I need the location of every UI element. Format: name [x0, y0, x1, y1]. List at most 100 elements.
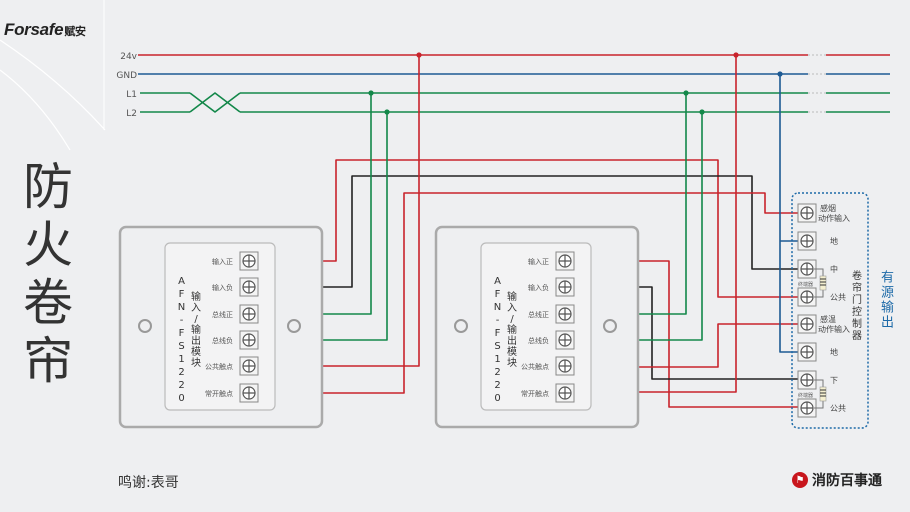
controller-name: 卷 — [852, 269, 862, 282]
terminal-label: 输入负 — [528, 283, 549, 292]
bus-label-24v: 24v — [120, 52, 137, 62]
bus-label-gnd: GND — [116, 71, 137, 81]
decor-curve — [0, 69, 71, 151]
controller-name: 控 — [852, 305, 862, 318]
module-name: 模 — [507, 346, 517, 358]
controller-terminal-label: 地 — [830, 236, 838, 246]
terminal-4 — [239, 330, 259, 350]
module-name: 入 — [507, 303, 517, 314]
terminal-label: 公共触点 — [205, 362, 233, 371]
terminal-6 — [555, 383, 575, 403]
terminal-5 — [239, 356, 259, 376]
terminal-2 — [239, 277, 259, 297]
mount-hole — [138, 319, 152, 333]
resistor-label: 终端器 — [798, 281, 813, 288]
module-name: 入 — [191, 303, 201, 314]
terminal-1 — [239, 251, 259, 271]
controller-terminal-2 — [797, 231, 817, 251]
wire-m1-no — [262, 192, 800, 394]
controller-terminal-label: 公共 — [830, 404, 846, 413]
resistor-icon — [819, 275, 827, 291]
terminal-label: 输入正 — [528, 257, 549, 266]
brand-icon: ⚑ — [792, 472, 808, 488]
bus-twist — [189, 92, 241, 113]
wire-gnd — [779, 74, 800, 353]
junction-dot — [683, 90, 689, 96]
terminal-4 — [555, 330, 575, 350]
module-name: 出 — [507, 334, 517, 347]
brand-logo: ⚑消防百事通 — [792, 470, 882, 490]
bus-label-l2: L2 — [126, 109, 137, 119]
terminal-label: 输入正 — [212, 257, 233, 266]
controller-terminal-label: 动作输入 — [818, 324, 850, 334]
controller-name: 门 — [852, 293, 862, 306]
terminal-3 — [239, 304, 259, 324]
controller-terminal-label: 动作输入 — [818, 213, 850, 223]
terminal-label: 总线负 — [212, 336, 233, 345]
module-name: 输 — [507, 290, 517, 303]
terminal-label: 输入负 — [212, 283, 233, 292]
junction-dot — [777, 71, 783, 77]
bus-twist — [189, 92, 241, 113]
module-2-model: AFN-FS1220 — [492, 276, 503, 406]
terminal-2 — [555, 277, 575, 297]
bus-gap — [808, 50, 826, 116]
bus-label-l1: L1 — [126, 90, 137, 100]
mount-hole — [454, 319, 468, 333]
controller-name: 制 — [852, 317, 862, 330]
decor-curve — [0, 39, 106, 131]
module-1-model: AFN-FS1220 — [176, 276, 187, 406]
controller-name: 帘 — [852, 281, 862, 294]
controller-terminal-label: 公共 — [830, 293, 846, 302]
page-title: 防火卷帘 — [23, 158, 73, 390]
controller-box — [791, 192, 869, 429]
resistor-label: 终端器 — [798, 392, 813, 399]
module-name: 输 — [191, 290, 201, 303]
module-name: 块 — [507, 357, 517, 369]
wire-m1-input-pos — [262, 159, 800, 298]
junction-dot — [384, 109, 390, 115]
module-name: 输 — [507, 323, 517, 336]
module-name: / — [510, 314, 514, 325]
module-name: 输 — [191, 323, 201, 336]
controller-name: 器 — [852, 330, 862, 342]
controller-terminal-label: 地 — [830, 347, 838, 357]
output-label: 有源输出 — [878, 270, 893, 330]
controller-terminal-3 — [797, 259, 817, 279]
controller-terminal-5 — [797, 314, 817, 334]
controller-terminal-7 — [797, 370, 817, 390]
controller-terminal-label: 感温 — [820, 314, 836, 324]
forsafe-logo: Forsafe赋安 — [4, 20, 86, 39]
controller-terminal-4 — [797, 287, 817, 307]
junction-dot — [368, 90, 374, 96]
controller-terminal-8 — [797, 398, 817, 418]
terminal-label: 常开触点 — [521, 389, 549, 398]
wire-m1-input-neg — [262, 175, 800, 288]
credit-text: 鸣谢:表哥 — [118, 475, 179, 491]
terminal-label: 总线正 — [212, 310, 233, 319]
module-name: 出 — [191, 334, 201, 347]
junction-dot — [416, 52, 422, 58]
mount-hole — [287, 319, 301, 333]
controller-terminal-label: 中 — [830, 264, 838, 274]
controller-terminal-6 — [797, 342, 817, 362]
controller-terminal-1 — [797, 203, 817, 223]
terminal-5 — [555, 356, 575, 376]
terminal-label: 公共触点 — [521, 362, 549, 371]
junction-dot — [699, 109, 705, 115]
terminal-6 — [239, 383, 259, 403]
module-name: 模 — [191, 346, 201, 358]
terminal-label: 常开触点 — [205, 389, 233, 398]
controller-terminal-label: 下 — [830, 376, 838, 385]
wire-m2-common — [578, 323, 800, 368]
terminal-3 — [555, 304, 575, 324]
terminal-label: 总线正 — [528, 310, 549, 319]
mount-hole — [603, 319, 617, 333]
junction-dot — [733, 52, 739, 58]
module-name: / — [194, 314, 198, 325]
terminal-1 — [555, 251, 575, 271]
resistor-icon — [819, 386, 827, 402]
controller-terminal-label: 感烟 — [820, 203, 836, 213]
module-name: 块 — [191, 357, 201, 369]
